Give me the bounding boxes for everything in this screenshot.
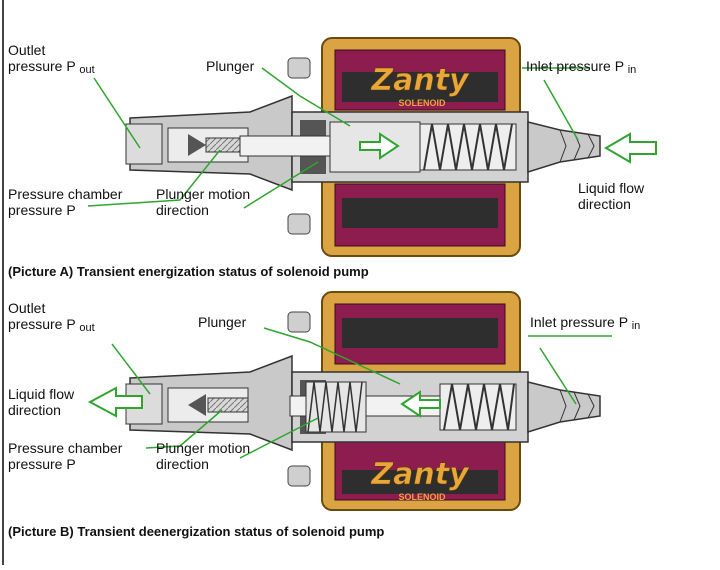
inlet-pressure-label-a: Inlet pressure P in — [526, 58, 636, 78]
spring-b — [439, 383, 517, 431]
flow-label-line2-a: direction — [578, 196, 631, 212]
check-valve-a — [188, 134, 247, 156]
outlet-label-line1-a: Outlet — [8, 42, 46, 58]
inlet-label-text-b: Inlet pressure P — [530, 314, 628, 330]
logo-brand-text-b: Zanty — [370, 457, 470, 492]
liquid-flow-arrow-b — [87, 386, 143, 418]
motion-label-line1-a: Plunger motion — [156, 186, 251, 202]
pressure-chamber-label-b: Pressure chamber pressure P — [8, 440, 122, 472]
plunger-motion-label-a: Plunger motion direction — [156, 186, 250, 218]
spring-a — [419, 123, 517, 171]
logo-sub-text-b: SOLENOID — [398, 492, 446, 502]
outlet-subscript-a: out — [79, 64, 95, 76]
picture-a-pump: Zanty SOLENOID — [87, 37, 657, 257]
motion-label-line2-a: direction — [156, 202, 209, 218]
inlet-nozzle-b — [527, 381, 601, 434]
flow-label-line2-b: direction — [8, 402, 61, 418]
plunger-motion-label-b: Plunger motion direction — [156, 440, 250, 472]
liquid-flow-label-b: Liquid flow direction — [8, 386, 74, 418]
logo-brand-text-a: Zanty — [370, 63, 470, 98]
outlet-pressure-label-b: Outlet pressure P out — [8, 300, 95, 336]
inlet-nozzle-a — [527, 121, 601, 174]
chamber-label-line1-a: Pressure chamber — [8, 186, 123, 202]
outlet-label-line1-b: Outlet — [8, 300, 46, 316]
motion-label-line2-b: direction — [156, 456, 209, 472]
picture-b-pump: Zanty SOLENOID — [87, 291, 612, 511]
plunger-label-a: Plunger — [206, 58, 255, 74]
liquid-flow-label-a: Liquid flow direction — [578, 180, 644, 212]
chamber-label-line1-b: Pressure chamber — [8, 440, 123, 456]
flow-label-line1-a: Liquid flow — [578, 180, 645, 196]
outlet-pressure-label-a: Outlet pressure P out — [8, 42, 95, 78]
chamber-label-line2-a: pressure P — [8, 202, 76, 218]
inlet-label-text-a: Inlet pressure P — [526, 58, 624, 74]
leader-lines-a — [87, 67, 590, 209]
outlet-label-line2-a: pressure P — [8, 58, 76, 74]
caption-picture-a: (Picture A) Transient energization statu… — [8, 264, 369, 279]
check-valve-b — [188, 394, 249, 416]
outlet-subscript-b: out — [79, 322, 95, 334]
mounting-bolts-a — [287, 57, 311, 235]
brand-logo-b: Zanty SOLENOID — [370, 457, 470, 502]
liquid-flow-arrow-a — [604, 132, 657, 164]
pressure-chamber-label-a: Pressure chamber pressure P — [8, 186, 122, 218]
outlet-label-line2-b: pressure P — [8, 316, 76, 332]
caption-picture-b: (Picture B) Transient deenergization sta… — [8, 524, 385, 539]
flow-label-line1-b: Liquid flow — [8, 386, 75, 402]
mounting-bolts-b — [287, 311, 311, 487]
motion-label-line1-b: Plunger motion — [156, 440, 251, 456]
plunger-motion-arrow-a — [359, 132, 400, 160]
plunger-label-b: Plunger — [198, 314, 247, 330]
leader-lines-b — [111, 327, 612, 459]
chamber-label-line2-b: pressure P — [8, 456, 76, 472]
plunger-motion-arrow-b — [400, 390, 441, 418]
brand-logo-a: Zanty SOLENOID — [370, 63, 470, 108]
inlet-subscript-a: in — [627, 64, 637, 76]
inlet-pressure-label-b: Inlet pressure P in — [530, 314, 640, 334]
logo-sub-text-a: SOLENOID — [398, 98, 446, 108]
inlet-subscript-b: in — [631, 320, 641, 332]
